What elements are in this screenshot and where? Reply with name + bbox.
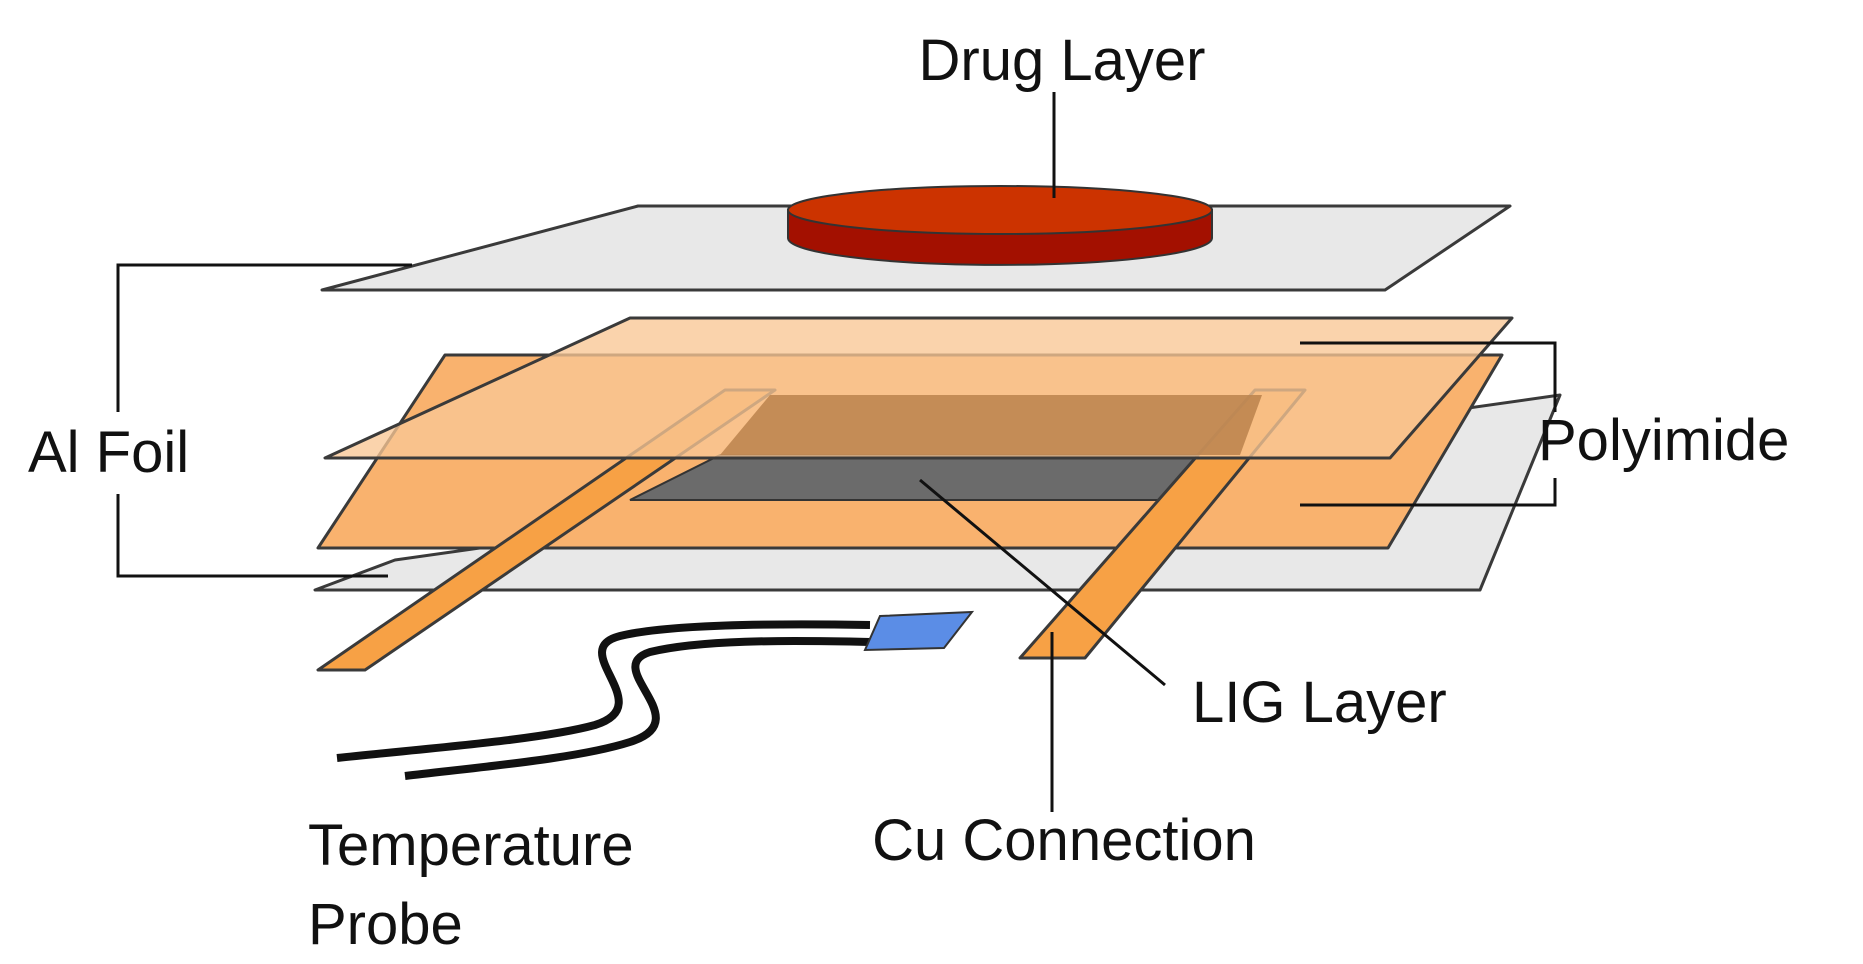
drug-layer-label: Drug Layer: [919, 28, 1206, 93]
temperature-probe-label-line2: Probe: [308, 892, 463, 957]
drug-layer-disc: [787, 185, 1213, 266]
al-foil-leader-top: [116, 263, 412, 412]
polyimide-leader-bottom: [1300, 478, 1557, 507]
lig-layer-leader: [919, 478, 1166, 687]
lig-layer-label: LIG Layer: [1192, 670, 1447, 735]
polyimide-leader-top: [1300, 341, 1557, 412]
temperature-probe-tip: [863, 610, 975, 652]
al-foil-label: Al Foil: [28, 420, 189, 485]
temperature-probe-wires: [336, 620, 871, 780]
cu-connection-label: Cu Connection: [872, 808, 1256, 873]
al-foil-leader-bottom: [116, 494, 388, 578]
temperature-probe-label-line1: Temperature: [308, 813, 634, 878]
polyimide-label: Polyimide: [1538, 408, 1789, 473]
lig-layer-under-polyimide: [720, 395, 1262, 455]
